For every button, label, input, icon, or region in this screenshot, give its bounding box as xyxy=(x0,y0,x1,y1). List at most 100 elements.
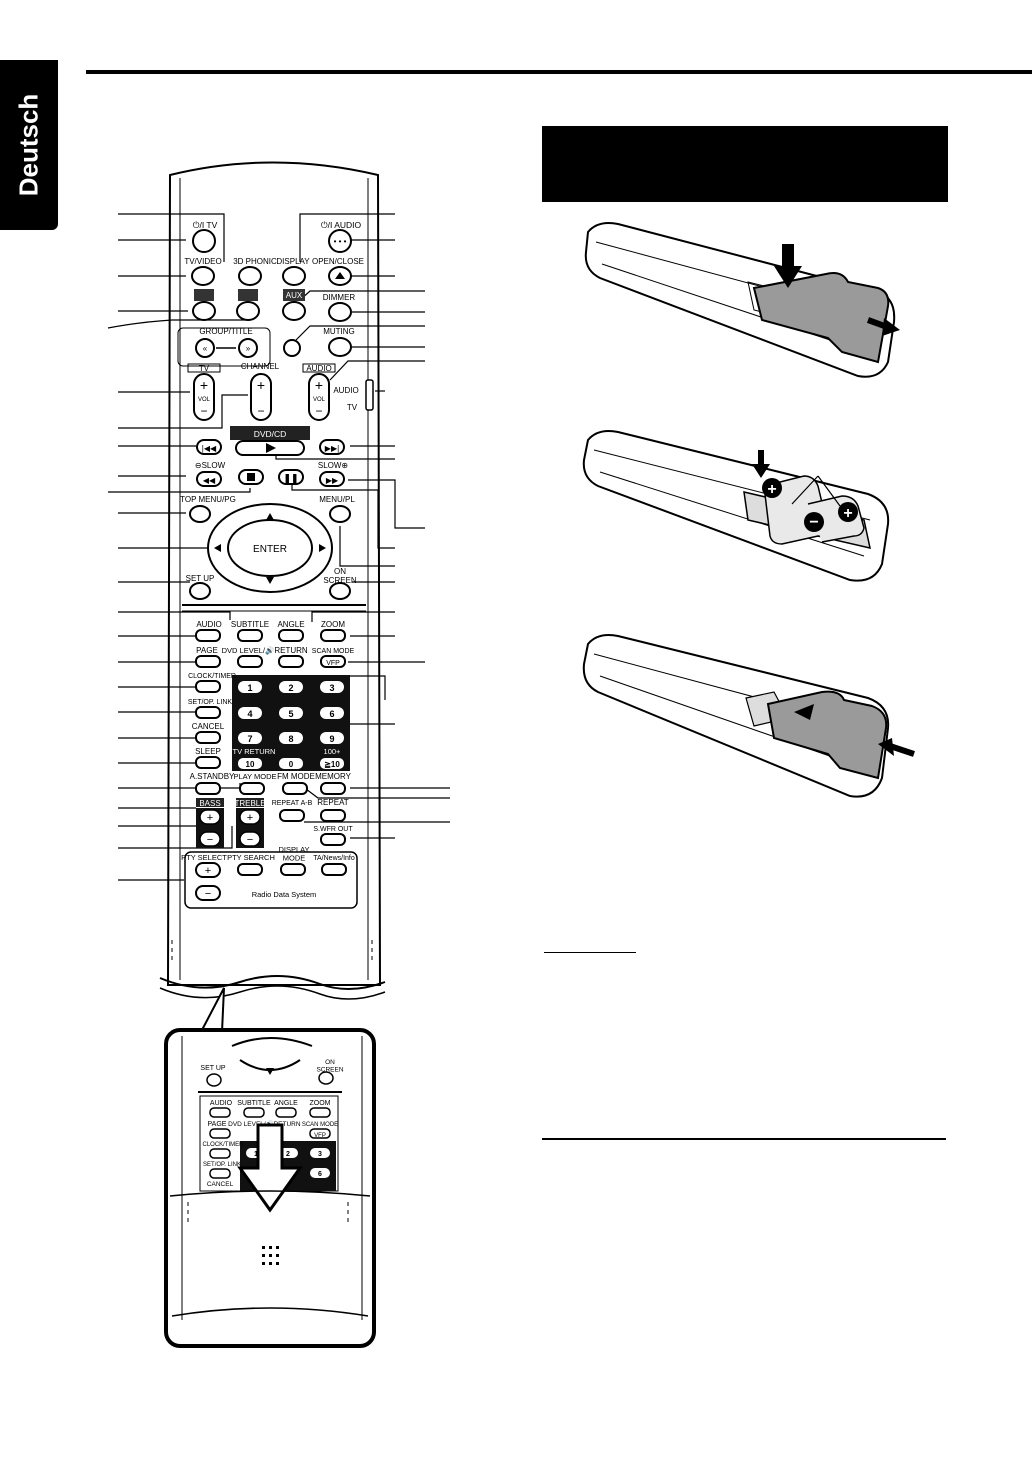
source-button-1[interactable] xyxy=(192,301,216,321)
label-channel: CHANNEL xyxy=(241,362,280,371)
label-tv-return: TV RETURN xyxy=(233,747,276,756)
vfp-button[interactable] xyxy=(320,655,346,668)
bass-minus-button[interactable] xyxy=(199,831,221,847)
ta-news-info-button[interactable] xyxy=(321,863,347,876)
svg-text:−: − xyxy=(809,514,818,531)
digit-key[interactable]: 7 xyxy=(247,734,252,744)
pty-select-plus-button[interactable] xyxy=(195,862,221,878)
muting-button[interactable] xyxy=(328,337,352,357)
zoom-button[interactable] xyxy=(320,629,346,642)
audio-button[interactable] xyxy=(195,629,221,642)
audio-volume-rocker[interactable] xyxy=(308,373,330,421)
fm-mode-button[interactable] xyxy=(282,782,308,795)
a-standby-button[interactable] xyxy=(195,782,221,795)
display-mode-button[interactable] xyxy=(280,863,306,876)
aux-button[interactable] xyxy=(282,301,306,321)
digit-key[interactable]: 8 xyxy=(288,734,293,744)
digit-key[interactable]: 0 xyxy=(289,760,294,769)
bass-plus-button[interactable] xyxy=(199,809,221,825)
source-button-2[interactable] xyxy=(236,301,260,321)
tv-volume-rocker[interactable] xyxy=(193,373,215,421)
previous-icon: |◀◀ xyxy=(202,444,217,453)
pty-select-minus-button[interactable] xyxy=(195,885,221,901)
inset-label-scan-mode: SCAN MODE xyxy=(302,1122,338,1128)
tv-video-button[interactable] xyxy=(191,266,215,286)
dvd-level-button[interactable] xyxy=(237,655,263,668)
subtitle-button[interactable] xyxy=(237,629,263,642)
digit-key[interactable]: 1 xyxy=(247,683,252,693)
remote-control-illustration: ⏻/I TV 3D PHONIC ⏻/I AUDIO • • • TV/VIDE… xyxy=(107,161,450,1348)
repeat-button[interactable] xyxy=(320,809,346,822)
top-menu-button[interactable] xyxy=(189,505,211,523)
inset-label-dvd-level: DVD LEVEL/🔊 xyxy=(228,1119,274,1128)
inset-set-up-button[interactable] xyxy=(206,1073,222,1087)
digit-key[interactable]: 2 xyxy=(288,683,293,693)
inset-label-cancel: CANCEL xyxy=(207,1181,234,1188)
swfr-out-button[interactable] xyxy=(320,833,346,846)
numeric-keys[interactable]: 1 2 3 4 5 6 7 8 9 10 0 ≧10 xyxy=(238,681,344,769)
label-vol-audio: VOL xyxy=(313,397,326,403)
rewind-button[interactable] xyxy=(196,471,222,487)
digit-key[interactable]: 10 xyxy=(246,760,255,769)
label-radio-data-system: Radio Data System xyxy=(252,890,317,899)
page-button[interactable] xyxy=(195,655,221,668)
rds-panel xyxy=(184,851,358,909)
channel-rocker[interactable] xyxy=(250,373,272,421)
menu-pl-button[interactable] xyxy=(329,505,351,523)
down-arrow-icon xyxy=(266,577,274,584)
label-tv-video: TV/VIDEO xyxy=(184,257,221,266)
3d-phonic-button[interactable] xyxy=(238,266,262,286)
group-next-button[interactable] xyxy=(238,338,258,358)
next-button[interactable] xyxy=(319,439,345,455)
fast-forward-button[interactable] xyxy=(319,471,345,487)
pause-icon: ❚❚ xyxy=(283,473,298,484)
inset-on-screen-button[interactable] xyxy=(318,1071,334,1085)
on-screen-button[interactable] xyxy=(329,582,351,600)
power-audio-dots: • • • xyxy=(334,237,347,246)
label-set-op-link: SET/OP. LINK xyxy=(188,699,233,706)
plus-icon: + xyxy=(200,377,208,393)
digit-key[interactable]: 9 xyxy=(329,734,334,744)
pty-search-button[interactable] xyxy=(237,863,263,876)
label-subtitle: SUBTITLE xyxy=(231,620,269,629)
play-mode-button[interactable] xyxy=(239,782,265,795)
inset-digit-key: 6 xyxy=(318,1171,322,1178)
pause-button[interactable] xyxy=(278,469,304,485)
digit-key[interactable]: 5 xyxy=(288,709,293,719)
mode-switch[interactable] xyxy=(365,379,374,411)
dvd-cd-label-bg xyxy=(230,426,310,440)
cancel-button[interactable] xyxy=(195,731,221,744)
digit-key[interactable]: ≧10 xyxy=(324,760,340,769)
battery-step-3-illustration xyxy=(582,634,915,798)
return-button[interactable] xyxy=(278,655,304,668)
press-arrow-icon xyxy=(782,244,794,272)
set-op-link-button[interactable] xyxy=(195,706,221,719)
power-tv-button[interactable] xyxy=(192,229,216,253)
dimmer-button[interactable] xyxy=(328,302,352,322)
label-pty-select: PTY SELECT xyxy=(181,853,227,862)
digit-key[interactable]: 3 xyxy=(329,683,334,693)
angle-button[interactable] xyxy=(278,629,304,642)
insert-arrow-icon xyxy=(758,450,764,470)
slide-down-arrow-icon xyxy=(237,1123,303,1213)
repeat-ab-button[interactable] xyxy=(279,809,305,822)
treble-plus-button[interactable] xyxy=(239,809,261,825)
digit-key[interactable]: 6 xyxy=(329,709,334,719)
treble-minus-button[interactable] xyxy=(239,831,261,847)
display-button[interactable] xyxy=(282,266,306,286)
return-arc-button[interactable] xyxy=(283,339,301,357)
power-audio-button[interactable] xyxy=(328,229,352,253)
group-prev-button[interactable] xyxy=(195,338,215,358)
memory-button[interactable] xyxy=(320,782,346,795)
label-bass: BASS xyxy=(199,799,220,808)
label-tv: TV xyxy=(199,364,210,373)
clock-timer-button[interactable] xyxy=(195,680,221,693)
section-banner xyxy=(542,126,948,202)
sleep-button[interactable] xyxy=(195,756,221,769)
set-up-button[interactable] xyxy=(189,582,211,600)
label-slow-plus: SLOW⊕ xyxy=(318,461,348,470)
label-aux: AUX xyxy=(286,291,303,300)
digit-key[interactable]: 4 xyxy=(247,709,252,719)
previous-button[interactable] xyxy=(196,439,222,455)
